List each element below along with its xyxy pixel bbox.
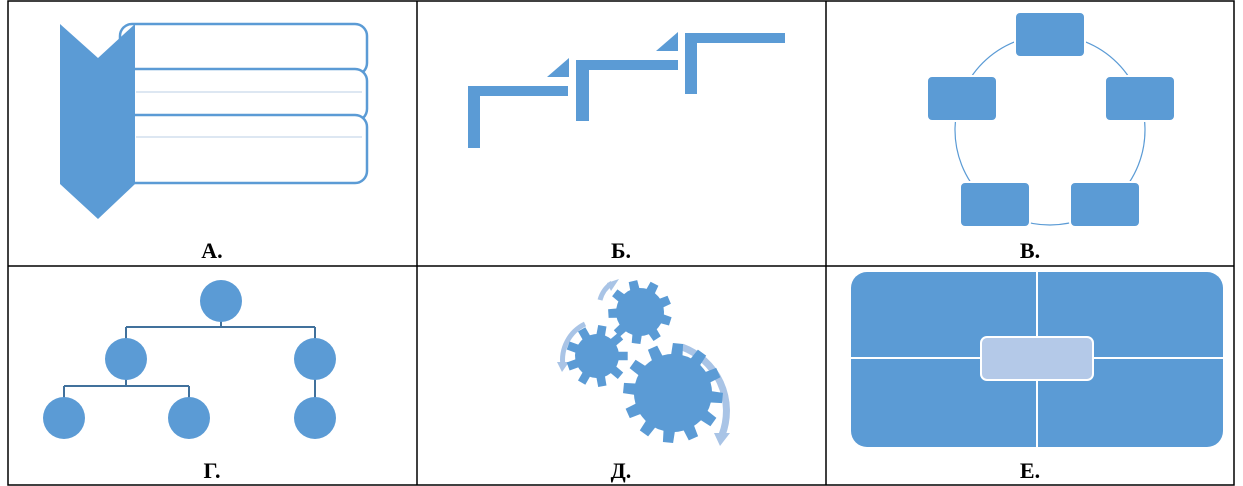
cell-d-diagram	[43, 280, 336, 439]
gear-arrow-large	[680, 343, 730, 437]
step-arrow-1	[547, 58, 569, 77]
cycle-box-left	[926, 75, 998, 122]
gear-body	[608, 280, 672, 344]
cycle-box-right	[1104, 75, 1176, 122]
hierarchy-node-root	[200, 280, 242, 322]
table-grid	[7, 0, 1235, 486]
list-box-2	[118, 67, 369, 123]
cell-c-label: В.	[1020, 238, 1040, 263]
hierarchy-node-left-left	[43, 397, 85, 439]
cycle-box-bottom-left	[959, 181, 1031, 228]
cell-f-label: Е.	[1020, 458, 1040, 483]
gear-arrow-small	[560, 321, 587, 367]
chevron-arrow-shape	[60, 24, 135, 219]
step-2	[576, 60, 678, 121]
step-arrow-2	[656, 32, 678, 51]
cycle-box-bottom-right	[1069, 181, 1141, 228]
hierarchy-node-left-right	[168, 397, 210, 439]
list-box-3	[118, 113, 369, 185]
cell-e-diagram	[557, 279, 730, 446]
cell-a-label: А.	[201, 238, 222, 263]
matrix-center-box	[980, 336, 1094, 381]
list-box-1	[118, 22, 369, 77]
cell-d-label: Г.	[203, 458, 220, 483]
cell-c-diagram	[926, 11, 1176, 228]
hierarchy-connectors	[63, 320, 316, 398]
gear-body	[566, 325, 628, 387]
hierarchy-node-left	[105, 338, 147, 380]
hierarchy-node-right	[294, 338, 336, 380]
cell-a-diagram	[60, 22, 369, 219]
gear-body	[623, 343, 723, 443]
step-3	[685, 33, 785, 94]
cycle-box-top	[1014, 11, 1086, 58]
cell-f-diagram	[851, 272, 1223, 447]
table-outer-border	[7, 0, 1235, 486]
hierarchy-node-right-child	[294, 397, 336, 439]
gear-medium-icon	[608, 280, 672, 344]
gear-large-icon	[623, 343, 723, 443]
step-1	[468, 86, 568, 148]
cell-b-diagram	[468, 32, 785, 148]
cell-e-label: Д.	[611, 458, 632, 483]
gear-small-icon	[566, 325, 628, 387]
cell-b-label: Б.	[611, 238, 631, 263]
